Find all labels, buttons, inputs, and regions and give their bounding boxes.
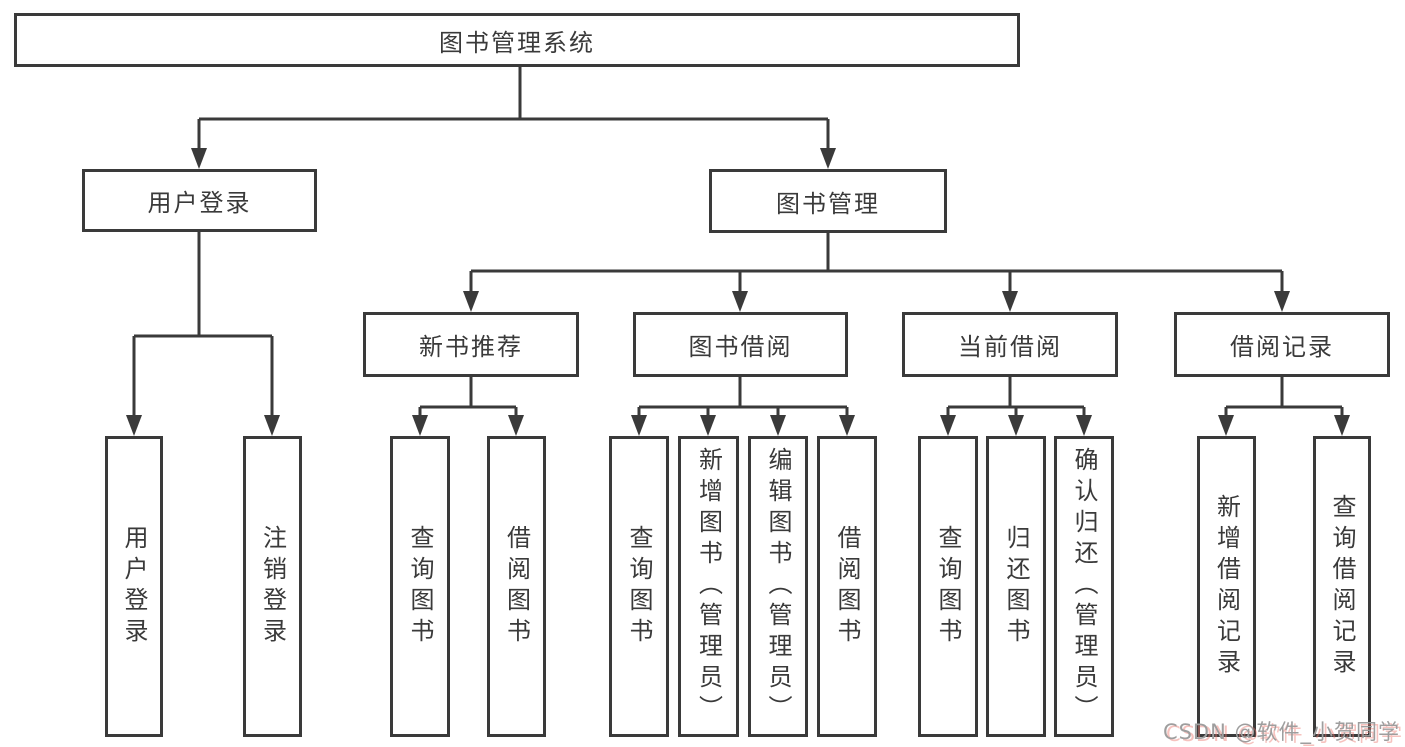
node-borrowing-records: 借阅记录 <box>1174 312 1390 377</box>
node-confirm-return-admin: 确认归还（管理员） <box>1054 436 1114 737</box>
node-add-borrow-record: 新增借阅记录 <box>1197 436 1256 737</box>
node-user-login: 用户登录 <box>82 169 317 232</box>
node-logout: 注销登录 <box>243 436 302 737</box>
node-borrow-books-borrowing: 借阅图书 <box>817 436 877 737</box>
node-book-borrowing: 图书借阅 <box>633 312 848 377</box>
node-query-books-borrowing: 查询图书 <box>609 436 669 737</box>
csdn-watermark: CSDN @软件_小贺同学 <box>1162 720 1400 744</box>
node-query-books-current: 查询图书 <box>918 436 978 737</box>
node-new-book-recommendation: 新书推荐 <box>363 312 579 377</box>
node-current-borrowing: 当前借阅 <box>902 312 1118 377</box>
node-edit-book-admin: 编辑图书（管理员） <box>748 436 808 737</box>
node-user-login-leaf: 用户登录 <box>105 436 163 737</box>
node-return-book: 归还图书 <box>986 436 1046 737</box>
node-borrow-books-recommend: 借阅图书 <box>487 436 546 737</box>
node-query-borrow-record: 查询借阅记录 <box>1313 436 1371 737</box>
node-add-book-admin: 新增图书（管理员） <box>678 436 739 737</box>
node-library-management-system: 图书管理系统 <box>14 13 1020 67</box>
node-book-management: 图书管理 <box>709 169 947 233</box>
node-query-books-recommend: 查询图书 <box>390 436 450 737</box>
arrowheads <box>126 148 1350 436</box>
